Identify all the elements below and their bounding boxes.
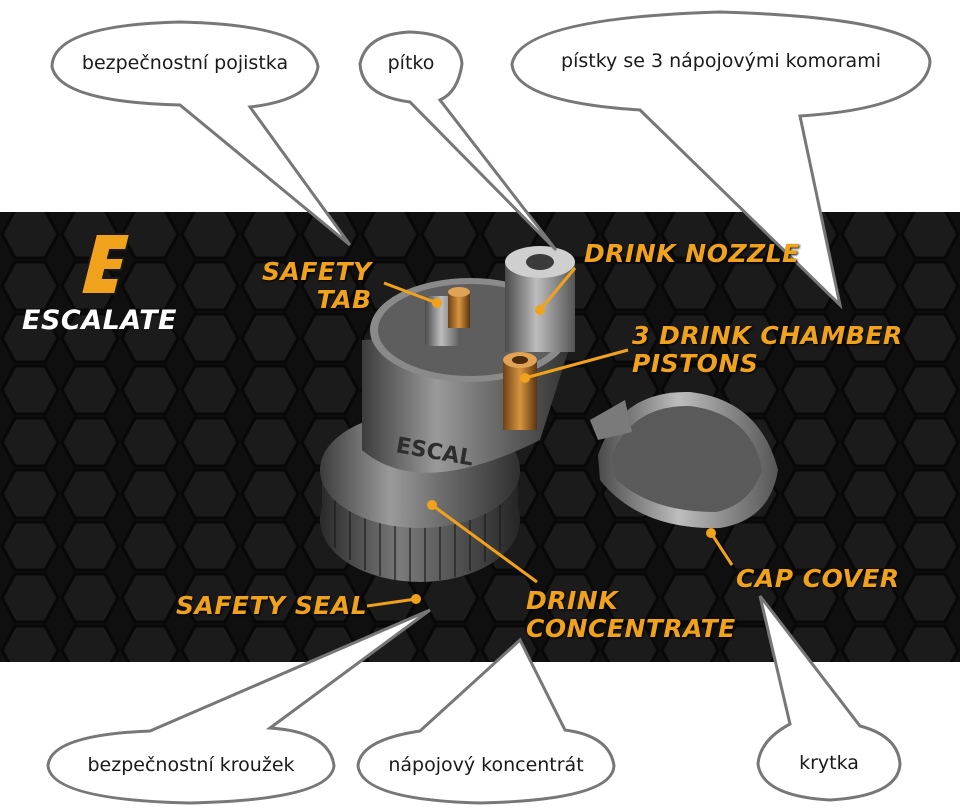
label-safety-seal: SAFETY SEAL [176, 591, 368, 620]
escalate-logo-icon [79, 233, 132, 295]
label-cap-cover: CAP COVER [736, 564, 900, 593]
bubble-cap-cover: krytka [799, 752, 859, 774]
speech-bubbles [46, 10, 932, 805]
label-safety-tab-line1: SAFETY [262, 257, 372, 286]
label-drink-concentrate-line1: DRINK [526, 586, 619, 615]
label-drink-nozzle: DRINK NOZZLE [584, 239, 800, 268]
bubble-drink-nozzle: pítko [387, 52, 435, 74]
label-pistons: 3 DRINK CHAMBER PISTONS [632, 322, 903, 378]
bubble-pistons: pístky se 3 nápojovými komorami [561, 50, 881, 72]
leader-dots [411, 298, 716, 604]
label-drink-concentrate-line2: CONCENTRATE [526, 614, 736, 643]
label-pistons-line1: 3 DRINK CHAMBER [632, 321, 903, 350]
bubble-drink-concentrate: nápojový koncentrát [388, 754, 584, 776]
product-illustration: ESCAL [320, 246, 778, 582]
bubble-safety-tab: bezpečnostní pojistka [81, 52, 289, 74]
leader-lines [366, 267, 734, 608]
label-drink-concentrate: DRINK CONCENTRATE [526, 587, 736, 643]
bubble-safety-seal: bezpečnostní kroužek [87, 754, 295, 776]
brand-name: ESCALATE [22, 305, 177, 336]
label-safety-tab-line2: TAB [316, 285, 372, 314]
label-pistons-line2: PISTONS [632, 349, 759, 378]
label-safety-tab: SAFETY TAB [262, 258, 372, 314]
